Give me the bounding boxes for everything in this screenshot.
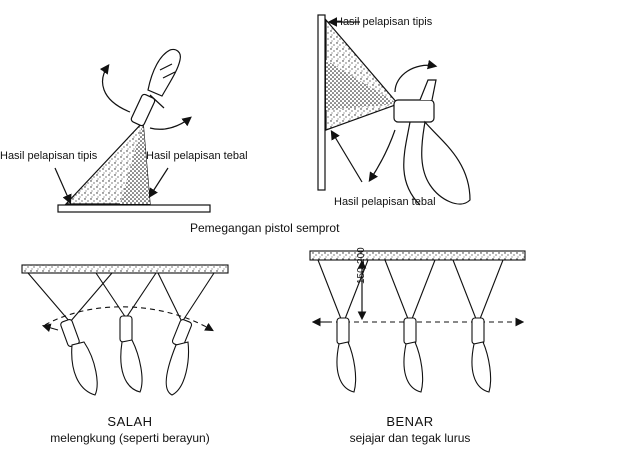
correct-title: BENAR bbox=[386, 414, 434, 429]
rotation-arrow-right bbox=[149, 116, 192, 130]
label-thin-right: Hasil pelapisan tipis bbox=[335, 16, 433, 28]
distance-label: 150-200 bbox=[356, 247, 367, 284]
surface-horizontal bbox=[57, 204, 211, 213]
bottom-left-figure bbox=[21, 264, 229, 396]
caption-top: Pemegangan pistol semprot bbox=[190, 221, 340, 235]
wrong-title: SALAH bbox=[107, 414, 153, 429]
panel-left bbox=[21, 264, 229, 274]
spray-gun-icon-right bbox=[393, 79, 471, 206]
correct-subtitle: sejajar dan tegak lurus bbox=[349, 431, 471, 445]
label-thin-left: Hasil pelapisan tipis bbox=[0, 150, 98, 162]
top-left-figure bbox=[54, 48, 211, 213]
rotation-arrow-top bbox=[394, 59, 438, 93]
spray-gun-icon bbox=[130, 48, 181, 127]
spray-dense-right bbox=[326, 60, 398, 110]
rotation-arrow-bottom bbox=[368, 129, 396, 182]
hand-gun-5 bbox=[403, 317, 424, 393]
spray-dense-left bbox=[120, 122, 150, 204]
arc-path bbox=[44, 306, 214, 332]
label-thick-right: Hasil pelapisan tebal bbox=[334, 196, 436, 208]
hand-gun-2 bbox=[119, 315, 143, 393]
bottom-right-figure bbox=[309, 250, 526, 393]
wrong-subtitle: melengkung (seperti berayun) bbox=[50, 431, 210, 445]
rotation-arrow-up bbox=[99, 64, 131, 113]
top-right-figure bbox=[317, 14, 471, 206]
label-thick-left: Hasil pelapisan tebal bbox=[146, 150, 248, 162]
hand-gun-1 bbox=[60, 319, 98, 396]
surface-vertical bbox=[317, 14, 326, 191]
hand-gun-4 bbox=[336, 317, 357, 393]
panel-right bbox=[309, 250, 526, 261]
hand-gun-6 bbox=[471, 317, 492, 393]
hand-gun-3 bbox=[165, 319, 193, 396]
